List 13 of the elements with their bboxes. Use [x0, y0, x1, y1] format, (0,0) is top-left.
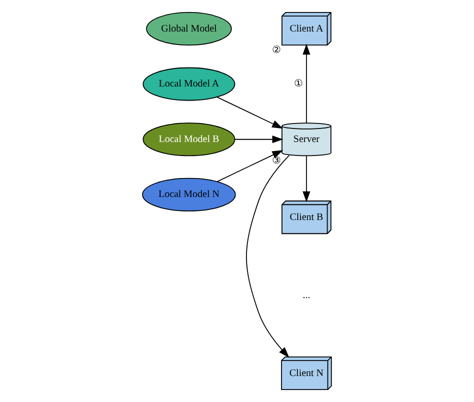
node-ellipse: Local Model A	[142, 67, 236, 101]
arrow	[216, 150, 284, 182]
arrow	[234, 136, 284, 144]
arrow	[216, 96, 283, 129]
arrow	[246, 154, 290, 358]
label: ...	[302, 290, 310, 301]
node-ellipse: Global Model	[146, 12, 232, 46]
edge-label: ①	[294, 78, 303, 90]
arrow	[302, 155, 310, 202]
node-ellipse: Local Model B	[142, 122, 236, 156]
node-ellipse: Local Model N	[142, 178, 236, 212]
node-label: ②	[272, 45, 282, 56]
arrow	[302, 44, 310, 124]
